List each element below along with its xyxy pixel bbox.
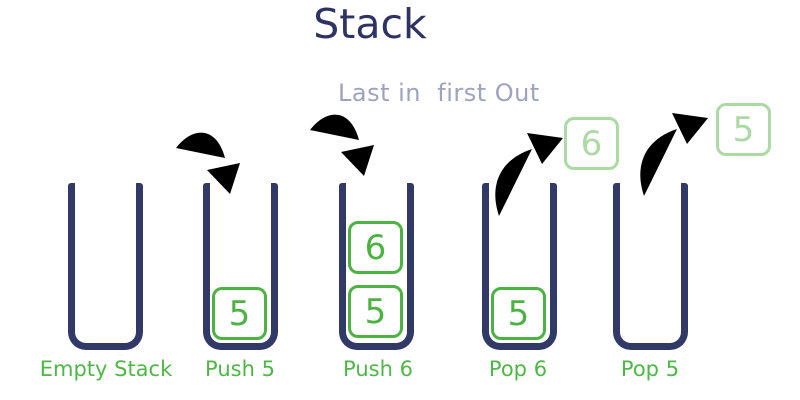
popped-item-box: 6 <box>564 117 619 170</box>
stage-label-push6: Push 6 <box>343 357 413 381</box>
stack-container-empty <box>68 183 143 350</box>
stage-label-pop5: Pop 5 <box>620 357 680 381</box>
stack-item-box: 6 <box>348 221 403 274</box>
stage-label-empty: Empty Stack <box>39 357 173 381</box>
stack-item-box: 5 <box>348 285 403 338</box>
popped-item-box: 5 <box>716 103 771 156</box>
push-arrow-icon <box>300 104 388 180</box>
page-title: Stack <box>313 0 427 48</box>
stack-container-push6 <box>339 183 414 350</box>
stage-label-push5: Push 5 <box>205 357 275 381</box>
stack-item-box: 5 <box>212 287 267 340</box>
stack-item-box: 5 <box>491 287 546 340</box>
stage-label-pop6: Pop 6 <box>488 357 548 381</box>
stack-container-push5 <box>203 183 278 350</box>
stack-container-pop5 <box>613 183 688 350</box>
stack-container-pop6 <box>482 183 557 350</box>
subtitle-lifo: Last in first Out <box>338 79 540 107</box>
